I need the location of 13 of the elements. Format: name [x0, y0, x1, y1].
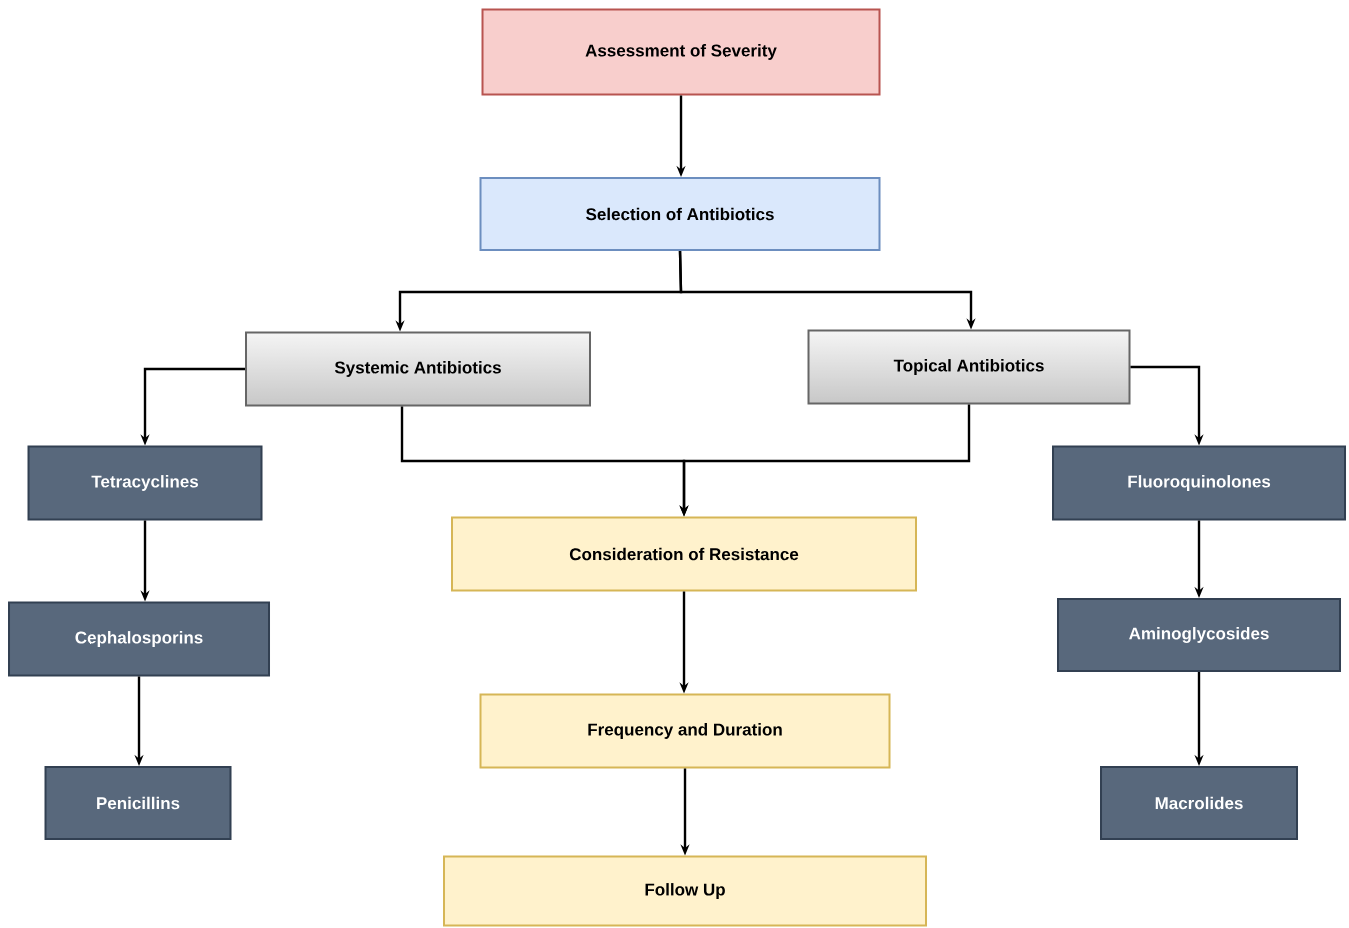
process-box: Follow Up: [443, 855, 927, 927]
process-box: Frequency and Duration: [479, 693, 891, 769]
category-box: Systemic Antibiotics: [245, 331, 591, 407]
process-box: Consideration of Resistance: [451, 516, 917, 592]
drug-class-box: Tetracyclines: [27, 445, 263, 521]
drug-class-box: Cephalosporins: [8, 601, 270, 677]
category-box: Topical Antibiotics: [807, 329, 1131, 405]
drug-class-box: Fluoroquinolones: [1052, 445, 1346, 521]
drug-class-box: Penicillins: [44, 766, 232, 840]
process-box: Selection of Antibiotics: [479, 177, 881, 251]
process-box: Assessment of Severity: [481, 8, 881, 96]
drug-class-box: Aminoglycosides: [1057, 598, 1341, 672]
drug-class-box: Macrolides: [1100, 766, 1298, 840]
